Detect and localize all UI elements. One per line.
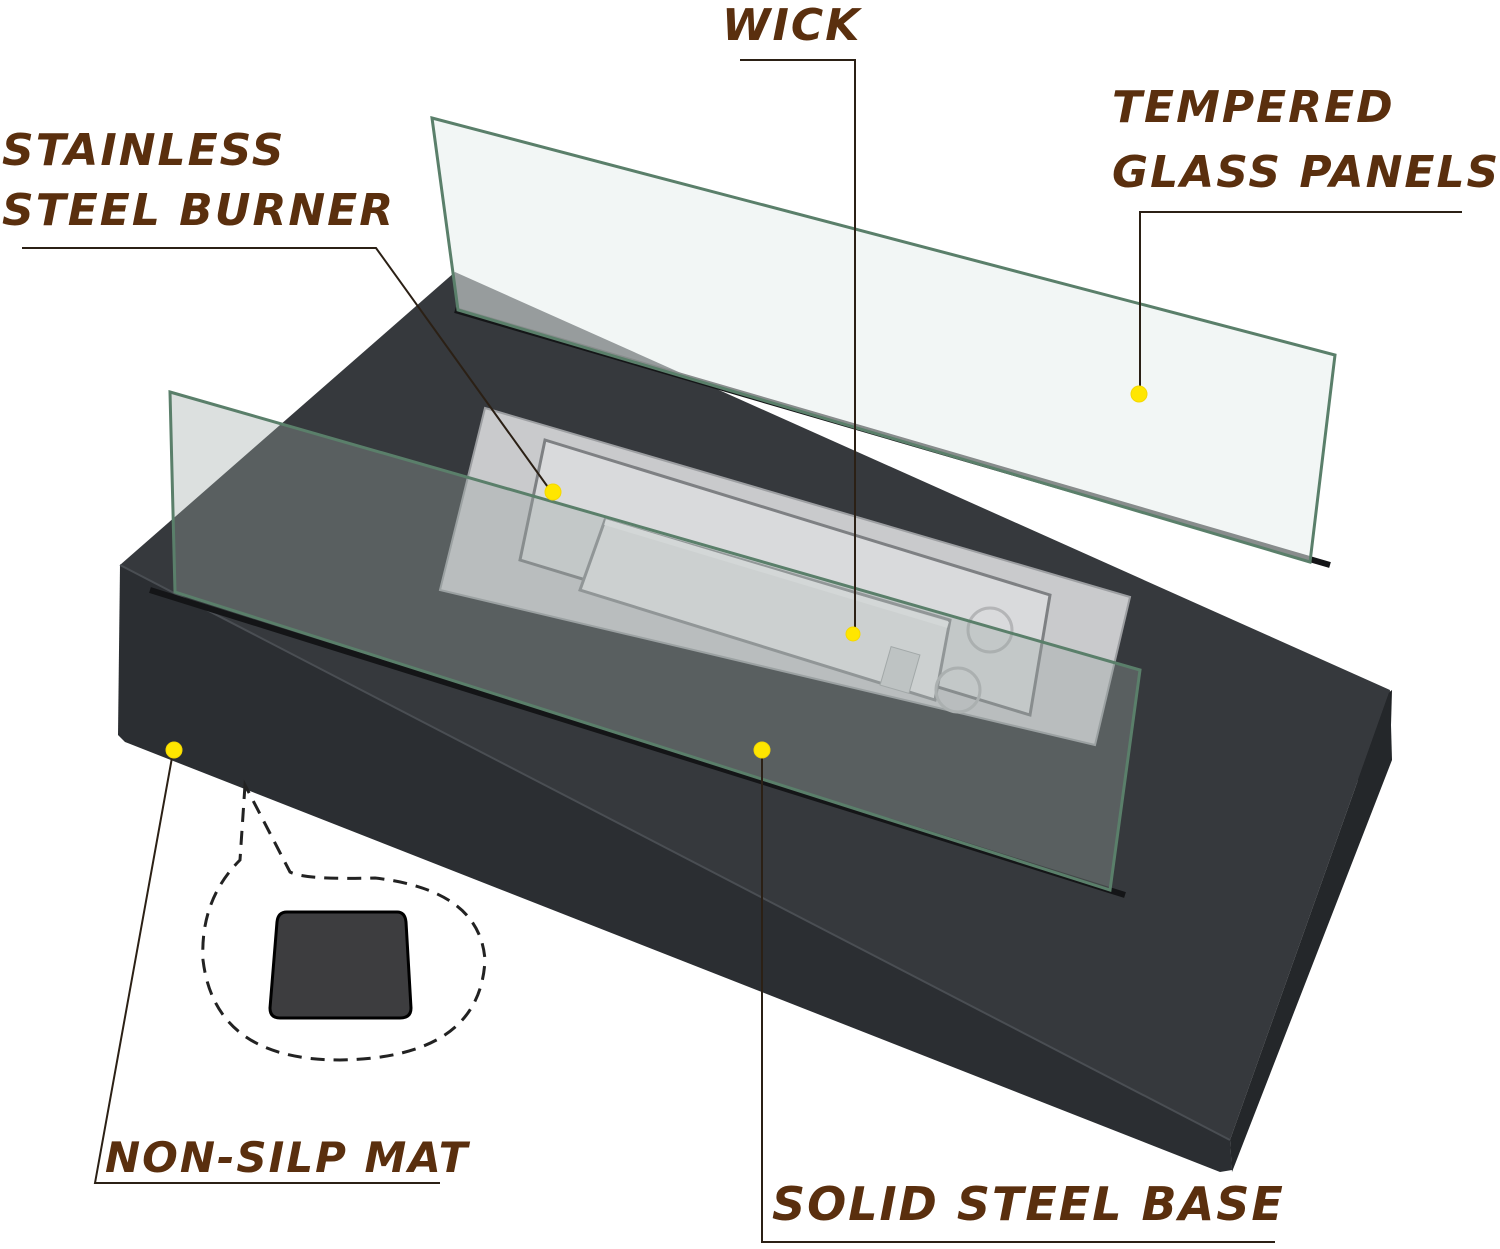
non-slip-mat-detail bbox=[201, 779, 487, 1062]
burner-callout-dot bbox=[544, 483, 562, 501]
glass-label-line-2: GLASS PANELS bbox=[1112, 147, 1500, 198]
base-front-face bbox=[118, 565, 1232, 1172]
front-glass-panel bbox=[168, 389, 1142, 892]
mat-pad bbox=[268, 910, 413, 1020]
burner-leader bbox=[22, 247, 551, 491]
wick-callout-dot bbox=[845, 626, 861, 642]
detail-bubble-outline bbox=[201, 779, 487, 1062]
burner-label-line-2: STEEL BURNER bbox=[2, 185, 395, 236]
tempered-glass-panels bbox=[168, 115, 1337, 892]
glass-leader bbox=[1139, 211, 1462, 392]
mat-callout-dot bbox=[165, 741, 183, 759]
burner-label-line-1: STAINLESS bbox=[2, 125, 285, 176]
base-label: SOLID STEEL BASE bbox=[772, 1177, 1285, 1231]
rear-glass-panel bbox=[430, 115, 1337, 564]
embossed-tag bbox=[879, 646, 921, 694]
embossed-mark-1 bbox=[966, 606, 1014, 654]
fireplace-base bbox=[118, 272, 1392, 1172]
base-top-face bbox=[120, 272, 1390, 1140]
wick-opening bbox=[578, 518, 952, 702]
base-right-face bbox=[1230, 690, 1392, 1172]
wick-label: WICK bbox=[722, 0, 862, 51]
glass-label-line-1: TEMPERED bbox=[1112, 82, 1395, 133]
base-callout-dot bbox=[753, 741, 771, 759]
embossed-mark-2 bbox=[934, 666, 982, 714]
mat-leader bbox=[93, 751, 440, 1184]
base-leader bbox=[761, 750, 1275, 1243]
stainless-steel-burner bbox=[438, 406, 1132, 747]
callout-leaders bbox=[22, 59, 1462, 1243]
glass-callout-dot bbox=[1130, 385, 1148, 403]
mat-label: NON-SILP MAT bbox=[105, 1133, 471, 1182]
wick-cover-rod bbox=[604, 519, 949, 628]
wick-leader bbox=[740, 59, 856, 633]
